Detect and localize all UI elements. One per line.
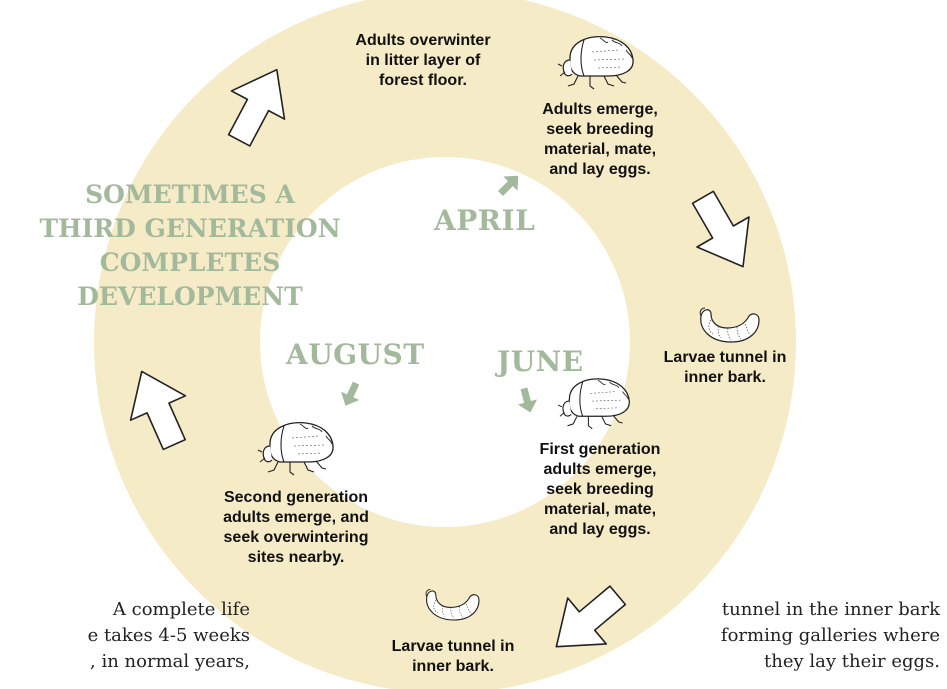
month-arrow-icon (514, 385, 541, 416)
stage-adults-emerge: Adults emerge, seek breeding material, m… (542, 101, 658, 178)
month-arrow-icon (336, 378, 366, 411)
stage-overwinter: Adults overwinter in litter layer of for… (355, 32, 491, 89)
stage-larvae-first: Larvae tunnel in inner bark. (663, 349, 787, 386)
third-generation-note: SOMETIMES A THIRD GENERATION COMPLETES D… (39, 180, 341, 311)
month-august: AUGUST (286, 338, 425, 371)
body-text-left: A complete life e takes 4-5 weeks , in n… (87, 599, 250, 672)
stage-second-generation: Second generation adults emerge, and see… (223, 489, 369, 566)
bark-beetle-icon (557, 378, 630, 430)
month-april: APRIL (434, 204, 536, 237)
body-text-right: tunnel in the inner bark forming galleri… (720, 599, 940, 672)
stage-first-generation: First generation adults emerge, seek bre… (539, 441, 661, 538)
month-june: JUNE (497, 345, 584, 378)
stage-larvae-second: Larvae tunnel in inner bark. (391, 638, 515, 675)
